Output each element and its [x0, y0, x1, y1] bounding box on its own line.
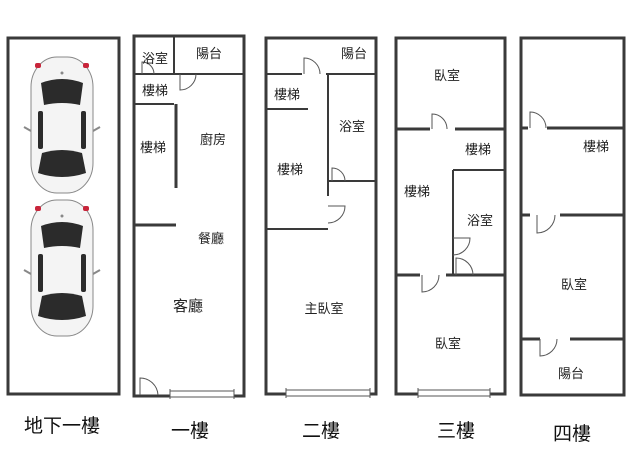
room-label-stairs: 樓梯 [274, 88, 300, 103]
garage-outline [6, 36, 121, 396]
room-label-bath: 浴室 [142, 51, 168, 67]
car-icon [23, 199, 101, 337]
floor-label-3f: 三樓 [437, 420, 475, 442]
floor-label-1f: 一樓 [171, 420, 209, 442]
floor-label-2f: 二樓 [302, 420, 340, 442]
room-label-stairs: 樓梯 [583, 140, 609, 155]
room-label-living: 客廳 [173, 297, 203, 315]
room-label-stairs: 樓梯 [142, 84, 168, 99]
room-label-stairs: 樓梯 [404, 185, 430, 200]
room-label-bedroom: 臥室 [434, 68, 460, 84]
room-label-stairs: 樓梯 [140, 141, 166, 156]
car-icon [23, 56, 101, 194]
room-label-balcony: 陽台 [196, 47, 222, 62]
room-label-bedroom: 臥室 [435, 336, 461, 352]
room-label-stairs: 樓梯 [465, 143, 491, 158]
room-label-bedroom: 臥室 [561, 277, 587, 293]
floor-3-plan: 臥室 樓梯 樓梯 浴室 臥室 三樓 [394, 36, 507, 442]
room-label-dining: 餐廳 [198, 231, 224, 247]
floor-label-b1: 地下一樓 [24, 415, 100, 437]
room-label-bath: 浴室 [467, 213, 493, 229]
room-label-stairs: 樓梯 [277, 163, 303, 178]
room-label-bath: 浴室 [339, 119, 365, 135]
floor-b1-plan: 地下一樓 [6, 36, 121, 437]
floor-label-4f: 四樓 [553, 423, 591, 445]
floor-1-plan: 浴室 陽台 樓梯 樓梯 廚房 餐廳 客廳 一樓 [132, 34, 246, 442]
room-label-kitchen: 廚房 [200, 132, 226, 148]
room-label-balcony: 陽台 [341, 47, 367, 62]
room-label-balcony: 陽台 [558, 367, 584, 382]
floor-2-plan: 陽台 樓梯 樓梯 浴室 主臥室 二樓 [264, 36, 378, 442]
floor-4-plan: 樓梯 臥室 陽台 四樓 [519, 36, 626, 445]
room-label-master-bedroom: 主臥室 [304, 301, 343, 317]
